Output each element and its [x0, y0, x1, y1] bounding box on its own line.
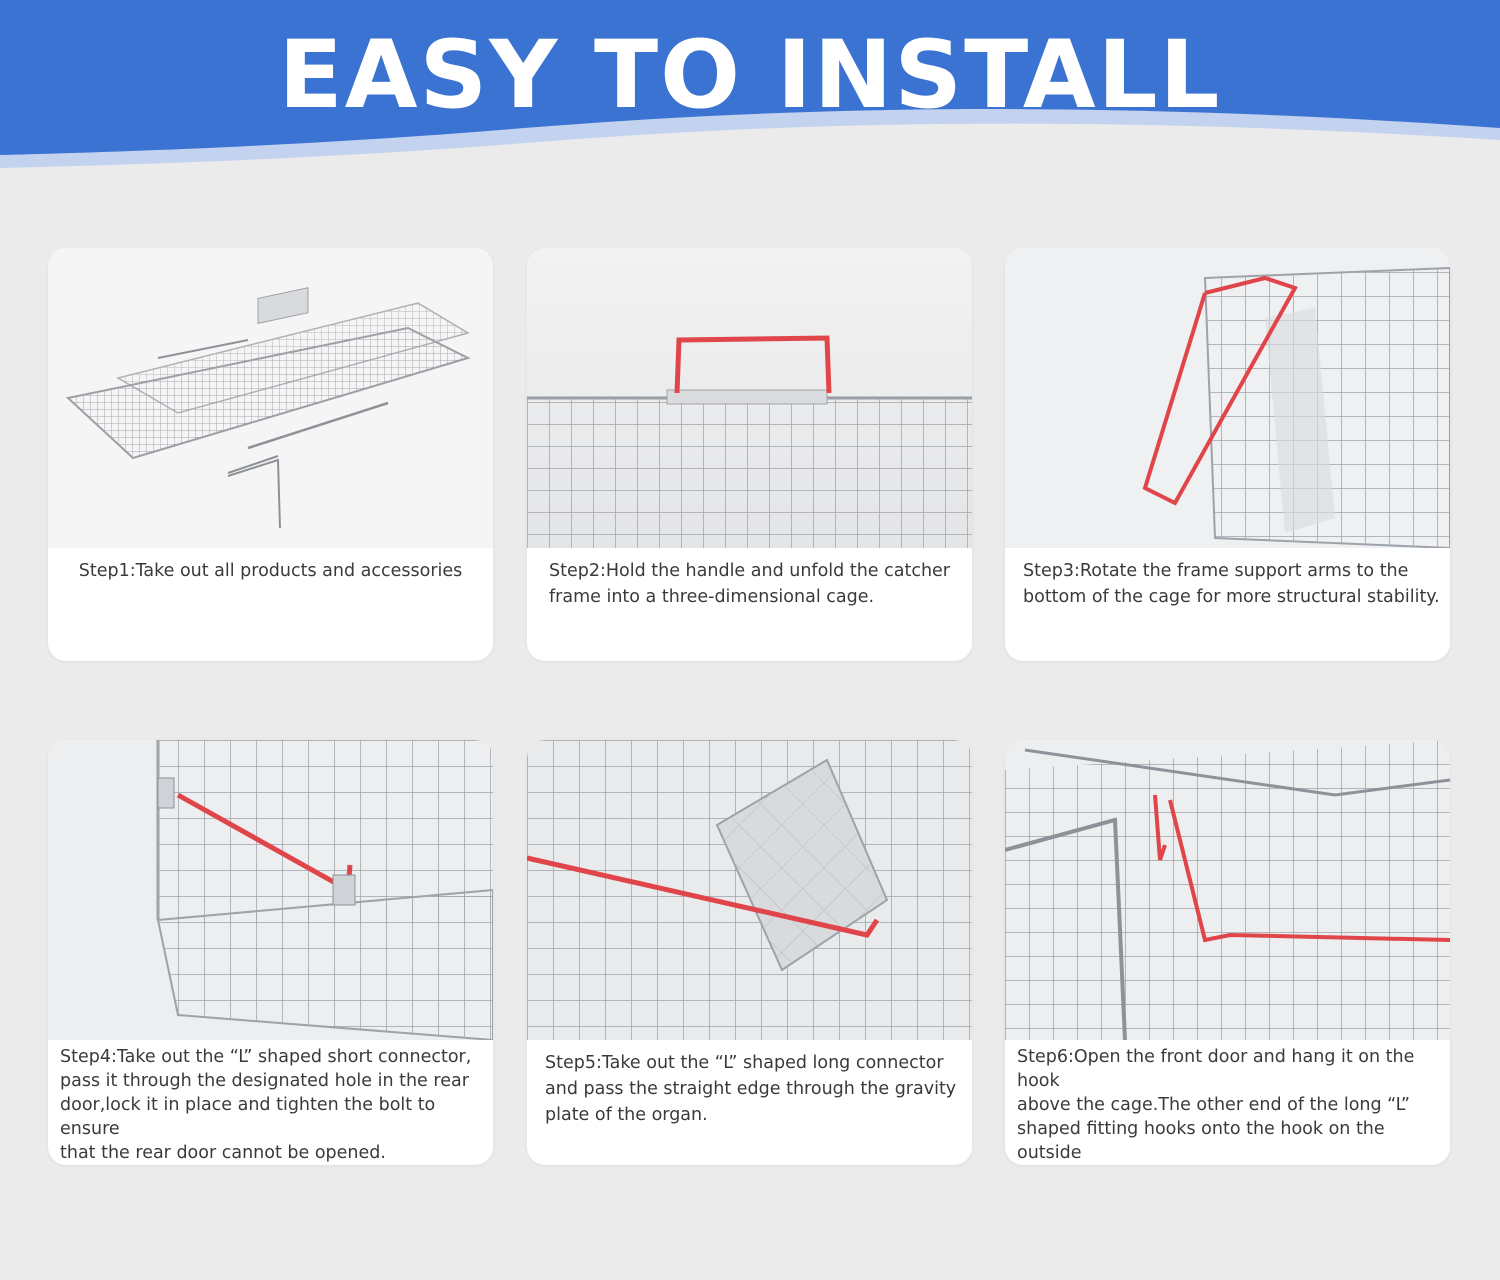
cage-support-arm-image: [1005, 248, 1450, 548]
gravity-plate-connector-image: [527, 740, 972, 1040]
page-title: EASY TO INSTALL: [278, 21, 1222, 130]
step-card-5: Step5:Take out the “L” shaped long conne…: [527, 740, 972, 1165]
step-card-3: Step3:Rotate the frame support arms to t…: [1005, 248, 1450, 661]
step-card-1: Step1:Take out all products and accessor…: [48, 248, 493, 661]
step-card-6: Step6:Open the front door and hang it on…: [1005, 740, 1450, 1165]
front-door-hook-image: [1005, 740, 1450, 1040]
cage-handle-image: [527, 248, 972, 548]
step-caption: Step6:Open the front door and hang it on…: [1017, 1047, 1415, 1163]
folded-cage-with-rods-image: [48, 248, 493, 548]
step-caption: Step3:Rotate the frame support arms to t…: [1023, 561, 1440, 607]
step-card-2: Step2:Hold the handle and unfold the cat…: [527, 248, 972, 661]
step-caption: Step4:Take out the “L” shaped short conn…: [60, 1047, 472, 1163]
step-caption: Step1:Take out all products and accessor…: [78, 561, 463, 581]
step-caption: Step5:Take out the “L” shaped long conne…: [545, 1053, 957, 1125]
step-card-4: Step4:Take out the “L” shaped short conn…: [48, 740, 493, 1165]
rear-door-connector-image: [48, 740, 493, 1040]
step-caption: Step2:Hold the handle and unfold the cat…: [549, 561, 950, 607]
header-banner: [0, 0, 1500, 190]
